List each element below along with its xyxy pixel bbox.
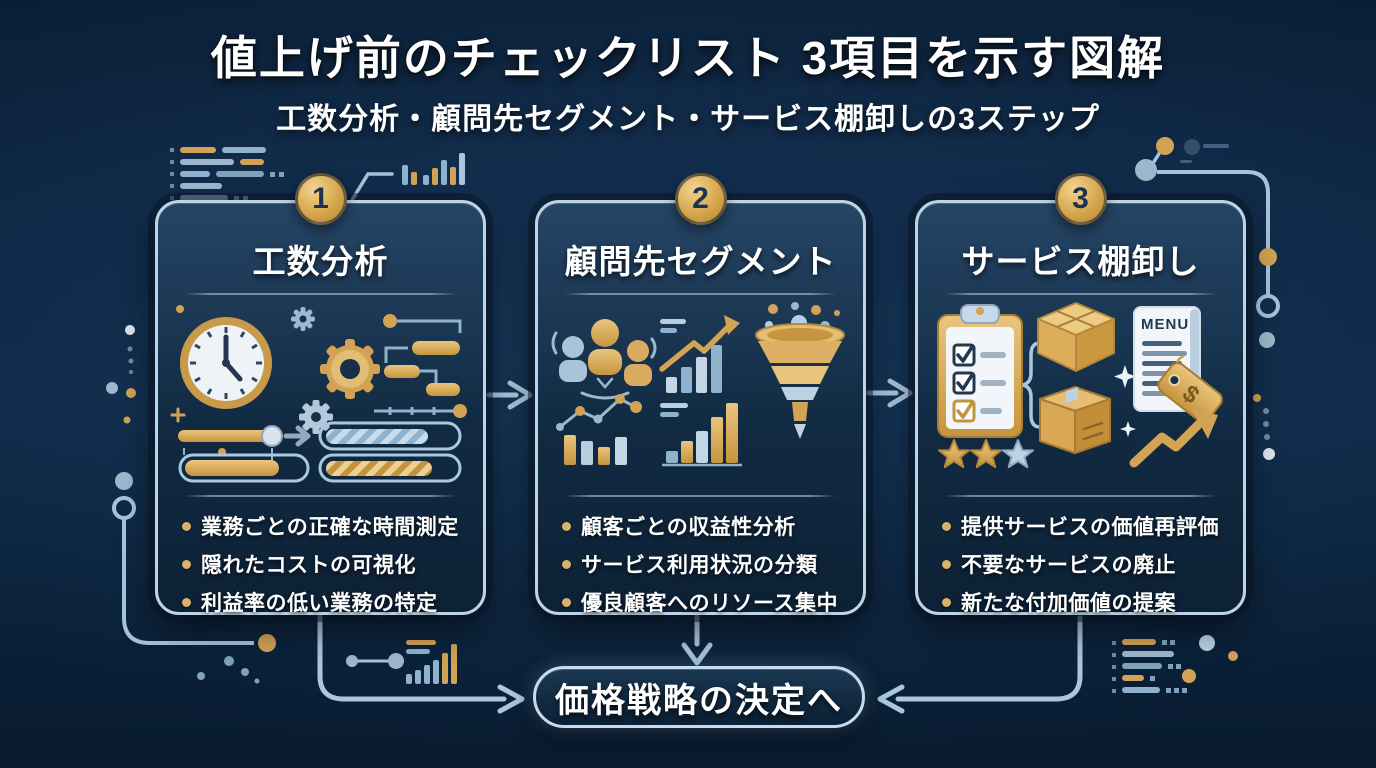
segment-illustration xyxy=(551,302,845,467)
left-connector-line xyxy=(112,472,276,652)
bullet-text: 提供サービスの価値再評価 xyxy=(961,516,1219,539)
bar-chart-up-icon xyxy=(659,315,740,393)
bullet-dot xyxy=(942,521,951,531)
growth-arrow-icon xyxy=(1129,409,1218,468)
flow-arrow-right-2 xyxy=(866,378,913,408)
divider xyxy=(564,495,837,497)
service-inventory-illustration: MENU $ xyxy=(937,302,1223,469)
bullet-dot xyxy=(182,559,191,569)
bottom-left-dots-icon xyxy=(197,656,260,684)
menu-label: MENU xyxy=(1141,316,1189,333)
bullet-text: 新たな付加価値の提案 xyxy=(961,592,1176,615)
left-dots-icon xyxy=(106,325,136,424)
progress-bar-striped-blue-icon xyxy=(318,421,462,451)
brace-icon xyxy=(1022,341,1042,429)
people-group-icon xyxy=(551,319,657,400)
code-lines-bottom-icon xyxy=(1112,635,1238,693)
bullet-dot xyxy=(942,597,951,607)
card-1-title: 工数分析 xyxy=(252,243,389,280)
flow-card1-to-footer xyxy=(317,613,525,714)
bullet-text: 隠れたコストの可視化 xyxy=(201,554,416,577)
mini-bar-chart-icon xyxy=(350,153,465,202)
bullet-text: 利益率の低い業務の特定 xyxy=(201,592,438,615)
step-number-3: 3 xyxy=(1072,182,1089,215)
bullet-item: 新たな付加価値の提案 xyxy=(942,583,1233,621)
code-lines-icon xyxy=(170,147,284,201)
step-card-1: 1 工数分析 xyxy=(155,173,486,615)
card-3-icon-area: MENU $ xyxy=(918,299,1243,485)
step-badge-3: 3 xyxy=(1054,173,1107,225)
card-3-bullet-list: 提供サービスの価値再評価 不要なサービスの廃止 新たな付加価値の提案 xyxy=(918,507,1243,621)
bullet-text: 顧客ごとの収益性分析 xyxy=(581,516,796,539)
right-dots-icon xyxy=(1253,332,1275,460)
bullet-dot xyxy=(562,521,571,531)
progress-bar-gold-icon xyxy=(178,453,310,483)
sparkle-icon xyxy=(1120,421,1136,437)
divider xyxy=(564,293,837,295)
flow-card2-to-footer xyxy=(681,613,713,666)
line-bar-chart-icon xyxy=(556,394,642,465)
divider xyxy=(184,495,457,497)
bottom-mini-chart-icon xyxy=(346,640,457,684)
card-1-bullet-list: 業務ごとの正確な時間測定 隠れたコストの可視化 利益率の低い業務の特定 xyxy=(158,507,483,621)
conclusion-box: 価格戦略の決定へ xyxy=(533,666,865,728)
step-number-2: 2 xyxy=(692,182,709,215)
card-2-bullet-list: 顧客ごとの収益性分析 サービス利用状況の分類 優良顧客へのリソース集中 xyxy=(538,507,863,621)
price-tag-icon: $ xyxy=(1157,354,1223,423)
bullet-dot xyxy=(562,597,571,607)
dotted-trail-icon xyxy=(1135,137,1280,318)
bullet-item: サービス利用状況の分類 xyxy=(562,545,853,583)
step-number-1: 1 xyxy=(312,182,329,215)
clipboard-checklist-icon xyxy=(937,304,1023,438)
dot-accent xyxy=(176,305,184,313)
step-card-2: 2 顧問先セグメント xyxy=(535,173,866,615)
sparkle-icon xyxy=(1114,365,1136,388)
work-analysis-illustration xyxy=(170,305,467,483)
bullet-item: 優良顧客へのリソース集中 xyxy=(562,583,853,621)
divider xyxy=(944,293,1217,295)
bullet-text: 不要なサービスの廃止 xyxy=(961,554,1176,577)
card-3-title: サービス棚卸し xyxy=(961,243,1200,280)
cardboard-box-icon xyxy=(1039,386,1111,454)
step-badge-1: 1 xyxy=(294,173,347,225)
progress-bar-striped-gold-icon xyxy=(318,453,462,483)
bullet-item: 隠れたコストの可視化 xyxy=(182,545,473,583)
conclusion-label: 価格戦略の決定へ xyxy=(555,681,843,720)
bullet-item: 不要なサービスの廃止 xyxy=(942,545,1233,583)
flow-arrow-right-1 xyxy=(486,380,533,410)
bullet-item: 利益率の低い業務の特定 xyxy=(182,583,473,621)
step-badge-2: 2 xyxy=(674,173,727,225)
page-title: 値上げ前のチェックリスト 3項目を示す図解 xyxy=(210,32,1166,84)
card-2-title: 顧問先セグメント xyxy=(564,243,837,280)
slider-icon xyxy=(178,425,311,467)
card-2-icon-area xyxy=(538,299,863,485)
plus-icon xyxy=(170,407,186,423)
divider xyxy=(184,293,457,295)
bar-chart-growth-icon xyxy=(660,403,742,467)
bullet-item: 提供サービスの価値再評価 xyxy=(942,507,1233,545)
bullet-dot xyxy=(942,559,951,569)
gears-icon xyxy=(291,307,380,434)
bullet-item: 業務ごとの正確な時間測定 xyxy=(182,507,473,545)
page-subtitle: 工数分析・顧問先セグメント・サービス棚卸しの3ステップ xyxy=(276,103,1100,136)
divider xyxy=(944,495,1217,497)
bullet-item: 顧客ごとの収益性分析 xyxy=(562,507,853,545)
funnel-icon xyxy=(755,302,845,439)
star-rating-icon xyxy=(938,439,1034,469)
bullet-text: 業務ごとの正確な時間測定 xyxy=(201,516,459,539)
bullet-text: 優良顧客へのリソース集中 xyxy=(581,592,838,615)
clock-icon xyxy=(180,317,272,409)
card-1-icon-area xyxy=(158,299,483,485)
bullet-text: サービス利用状況の分類 xyxy=(581,554,818,577)
step-card-3: 3 サービス棚卸し xyxy=(915,173,1246,615)
bullet-dot xyxy=(182,597,191,607)
package-box-icon xyxy=(1037,302,1115,372)
bullet-dot xyxy=(562,559,571,569)
flow-card3-to-footer xyxy=(877,615,1083,714)
gantt-chart-icon xyxy=(374,314,467,418)
bullet-dot xyxy=(182,521,191,531)
